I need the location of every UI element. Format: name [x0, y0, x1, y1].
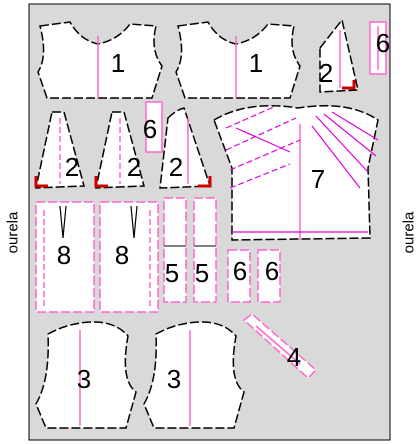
piece-number: 6 [376, 28, 390, 58]
piece-lace-front-left: 3 [35, 321, 137, 429]
piece-skirt-right: 8 [99, 201, 159, 313]
piece-number: 4 [287, 342, 301, 372]
piece-back-bodice: 7 [213, 104, 379, 241]
piece-band-1: 5 [163, 197, 187, 303]
piece-lace-front-right: 3 [143, 321, 245, 429]
piece-number: 2 [65, 152, 79, 182]
piece-number: 6 [143, 114, 157, 144]
piece-front-bodice-left: 1 [37, 21, 163, 99]
piece-number: 1 [249, 48, 263, 78]
piece-front-bodice-right: 1 [175, 21, 301, 99]
piece-small-left: 2 [34, 111, 85, 189]
piece-strip-middle: 6 [143, 101, 163, 153]
piece-collar-strip: 4 [242, 313, 318, 380]
piece-strip-top-right: 6 [369, 21, 390, 75]
piece-number: 5 [165, 258, 179, 288]
piece-band-4: 6 [257, 249, 281, 303]
piece-small-middle: 2 [94, 111, 145, 189]
piece-number: 6 [233, 256, 247, 286]
piece-number: 5 [195, 258, 209, 288]
piece-band-3: 6 [227, 249, 251, 303]
piece-number: 8 [115, 240, 129, 270]
piece-number: 6 [265, 256, 279, 286]
piece-sleeve-top: 2 [319, 18, 359, 93]
piece-number: 2 [319, 58, 333, 88]
piece-small-right: 2 [159, 107, 212, 189]
piece-band-2: 5 [193, 197, 217, 303]
piece-number: 3 [167, 364, 181, 394]
piece-number: 8 [57, 240, 71, 270]
piece-skirt-left: 8 [35, 201, 95, 313]
piece-number: 3 [77, 364, 91, 394]
piece-number: 1 [111, 48, 125, 78]
piece-number: 2 [169, 152, 183, 182]
piece-number: 7 [311, 164, 325, 194]
piece-number: 2 [127, 152, 141, 182]
